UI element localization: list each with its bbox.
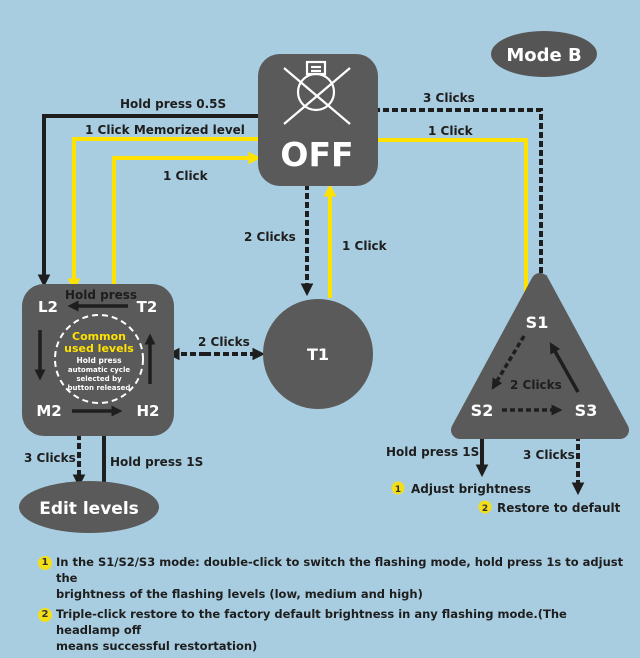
common-desc-4: button released: [68, 384, 131, 392]
common-desc-2: automatic cycle: [68, 366, 130, 374]
label-3-clicks-edit: 3 Clicks: [24, 451, 76, 465]
outcome-badge-2-num: 2: [482, 504, 488, 514]
arrow-t2-to-off: [112, 151, 262, 292]
label-hold-press: Hold press: [65, 288, 137, 302]
label-click-s1-off: 1 Click: [428, 124, 474, 138]
mode-badge: [491, 31, 597, 77]
h2-label: H2: [137, 402, 160, 420]
m2-label: M2: [36, 402, 61, 420]
edit-levels-node: [19, 481, 159, 533]
t1-label: T1: [307, 345, 329, 364]
note-1-line-2: brightness of the flashing levels (low, …: [56, 587, 423, 601]
common-title-2: used levels: [64, 342, 134, 355]
label-memorized: 1 Click Memorized level: [85, 123, 245, 137]
label-2-clicks-common: 2 Clicks: [198, 335, 250, 349]
s2-label: S2: [471, 401, 494, 420]
label-click-t2: 1 Click: [163, 169, 209, 183]
arrow-off-to-s1: [356, 108, 548, 289]
s-mode-triangle: [451, 273, 629, 439]
note-2: Triple-click restore to the factory defa…: [56, 606, 626, 654]
arrow-memorized-level: [67, 137, 262, 292]
note-badge-2: 2: [38, 608, 52, 622]
label-2-clicks-t1: 2 Clicks: [244, 230, 296, 244]
outcome-adjust: Adjust brightness: [411, 482, 531, 496]
note-2-line-1: Triple-click restore to the factory defa…: [56, 607, 567, 637]
label-3-clicks-s1: 3 Clicks: [423, 91, 475, 105]
t1-node: [263, 299, 373, 409]
arrow-s3-to-s1: [549, 342, 580, 393]
outcome-badge-2: [478, 500, 492, 514]
outcome-badge-1: [391, 481, 405, 495]
common-desc-1: Hold press: [76, 356, 122, 365]
note-1: In the S1/S2/S3 mode: double-click to sw…: [56, 554, 626, 602]
note-2-line-2: means successful restortation): [56, 639, 258, 653]
label-hold-1s-edit: Hold press 1S: [110, 455, 203, 469]
outcome-restore: Restore to default: [497, 501, 621, 515]
arrow-hold-off-to-l2: [37, 114, 262, 288]
arrow-s1-to-s2: [491, 335, 526, 390]
label-3-clicks-s3: 3 Clicks: [523, 448, 575, 462]
note-badge-1: 1: [38, 556, 52, 570]
note-1-line-1: In the S1/S2/S3 mode: double-click to sw…: [56, 555, 624, 585]
s3-label: S3: [575, 401, 598, 420]
bulb-off-icon: [283, 60, 351, 125]
common-title-1: Common: [72, 330, 126, 343]
common-levels-ring: [54, 314, 144, 404]
l2-label: L2: [38, 298, 58, 316]
arrow-s1-to-off: [364, 133, 528, 297]
outcome-badge-1-num: 1: [395, 485, 401, 495]
label-click-t1-off: 1 Click: [342, 239, 388, 253]
s1-label: S1: [526, 313, 549, 332]
edit-levels-label: Edit levels: [39, 499, 139, 519]
mode-label: Mode B: [506, 45, 581, 66]
label-2-clicks-s: 2 Clicks: [510, 378, 562, 392]
t2-label: T2: [137, 298, 158, 316]
common-desc-3: selected by: [76, 375, 122, 383]
label-hold-05: Hold press 0.5S: [120, 97, 226, 111]
off-node: [258, 54, 378, 186]
off-label: OFF: [280, 135, 353, 174]
label-hold-1s-s2: Hold press 1S: [386, 445, 479, 459]
